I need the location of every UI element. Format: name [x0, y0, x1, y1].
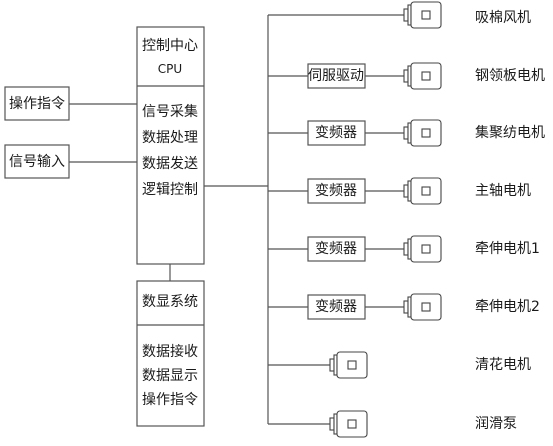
motor-symbol [403, 119, 442, 147]
display-system-function: 数据显示 [142, 368, 198, 384]
cmd-label: 操作指令 [9, 96, 65, 112]
load-label: 清花电机 [475, 357, 531, 373]
driver-label-vfd: 变频器 [315, 241, 357, 257]
driver-label-vfd: 变频器 [315, 183, 357, 199]
display-system-function: 操作指令 [142, 392, 198, 408]
load-label: 吸棉风机 [475, 10, 531, 26]
driver-label-vfd: 变频器 [315, 125, 357, 141]
load-label: 集聚纺电机 [475, 125, 545, 141]
motor-symbol [403, 177, 442, 205]
sig-label: 信号输入 [9, 154, 65, 170]
control-center-subtitle: CPU [157, 62, 183, 76]
control-center-function: 逻辑控制 [142, 182, 198, 198]
load-label: 牵伸电机2 [475, 299, 540, 315]
control-center-title: 控制中心 [142, 38, 198, 54]
load-label: 主轴电机 [475, 183, 531, 199]
driver-label-servo: 伺服驱动 [308, 68, 364, 84]
control-center-function: 信号采集 [142, 104, 198, 120]
driver-label-vfd: 变频器 [315, 299, 357, 315]
load-label: 牵伸电机1 [475, 241, 540, 257]
motor-symbol [403, 293, 442, 321]
motor-symbol [329, 351, 368, 379]
display-system-title: 数显系统 [142, 294, 198, 310]
motor-symbol [403, 1, 442, 29]
motor-symbol [403, 62, 442, 90]
load-label: 润滑泵 [475, 416, 517, 432]
control-center-function: 数据处理 [142, 130, 198, 146]
motor-symbol [329, 410, 368, 438]
load-label: 钢领板电机 [475, 68, 545, 84]
motor-symbol [403, 235, 442, 263]
display-system-function: 数据接收 [142, 344, 198, 360]
control-center-function: 数据发送 [142, 156, 198, 172]
